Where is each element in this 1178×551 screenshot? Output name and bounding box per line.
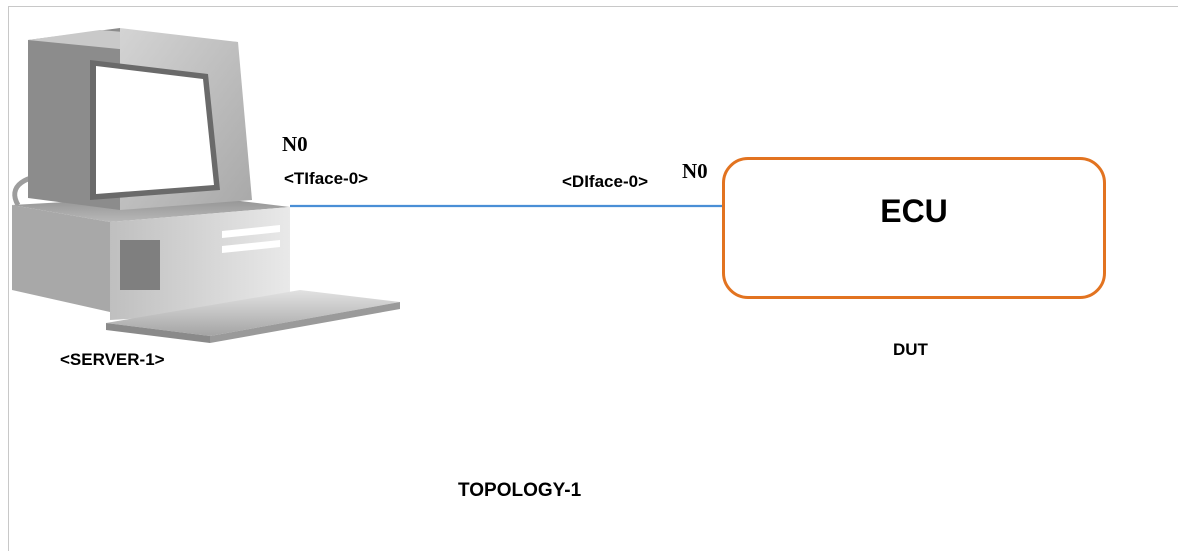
frame-top-border: [8, 6, 1178, 7]
ecu-box: ECU: [722, 157, 1106, 299]
computer-icon: [12, 28, 400, 343]
server-iface-label: <TIface-0>: [284, 169, 369, 188]
server-port-label: N0: [282, 132, 308, 156]
dut-caption: DUT: [893, 340, 928, 359]
dut-iface-label: <DIface-0>: [562, 172, 648, 191]
frame-left-border: [8, 6, 9, 551]
ecu-label: ECU: [880, 193, 948, 229]
topology-caption: TOPOLOGY-1: [458, 480, 582, 501]
dut-port-label: N0: [682, 159, 708, 183]
server-name-label: <SERVER-1>: [60, 350, 165, 369]
